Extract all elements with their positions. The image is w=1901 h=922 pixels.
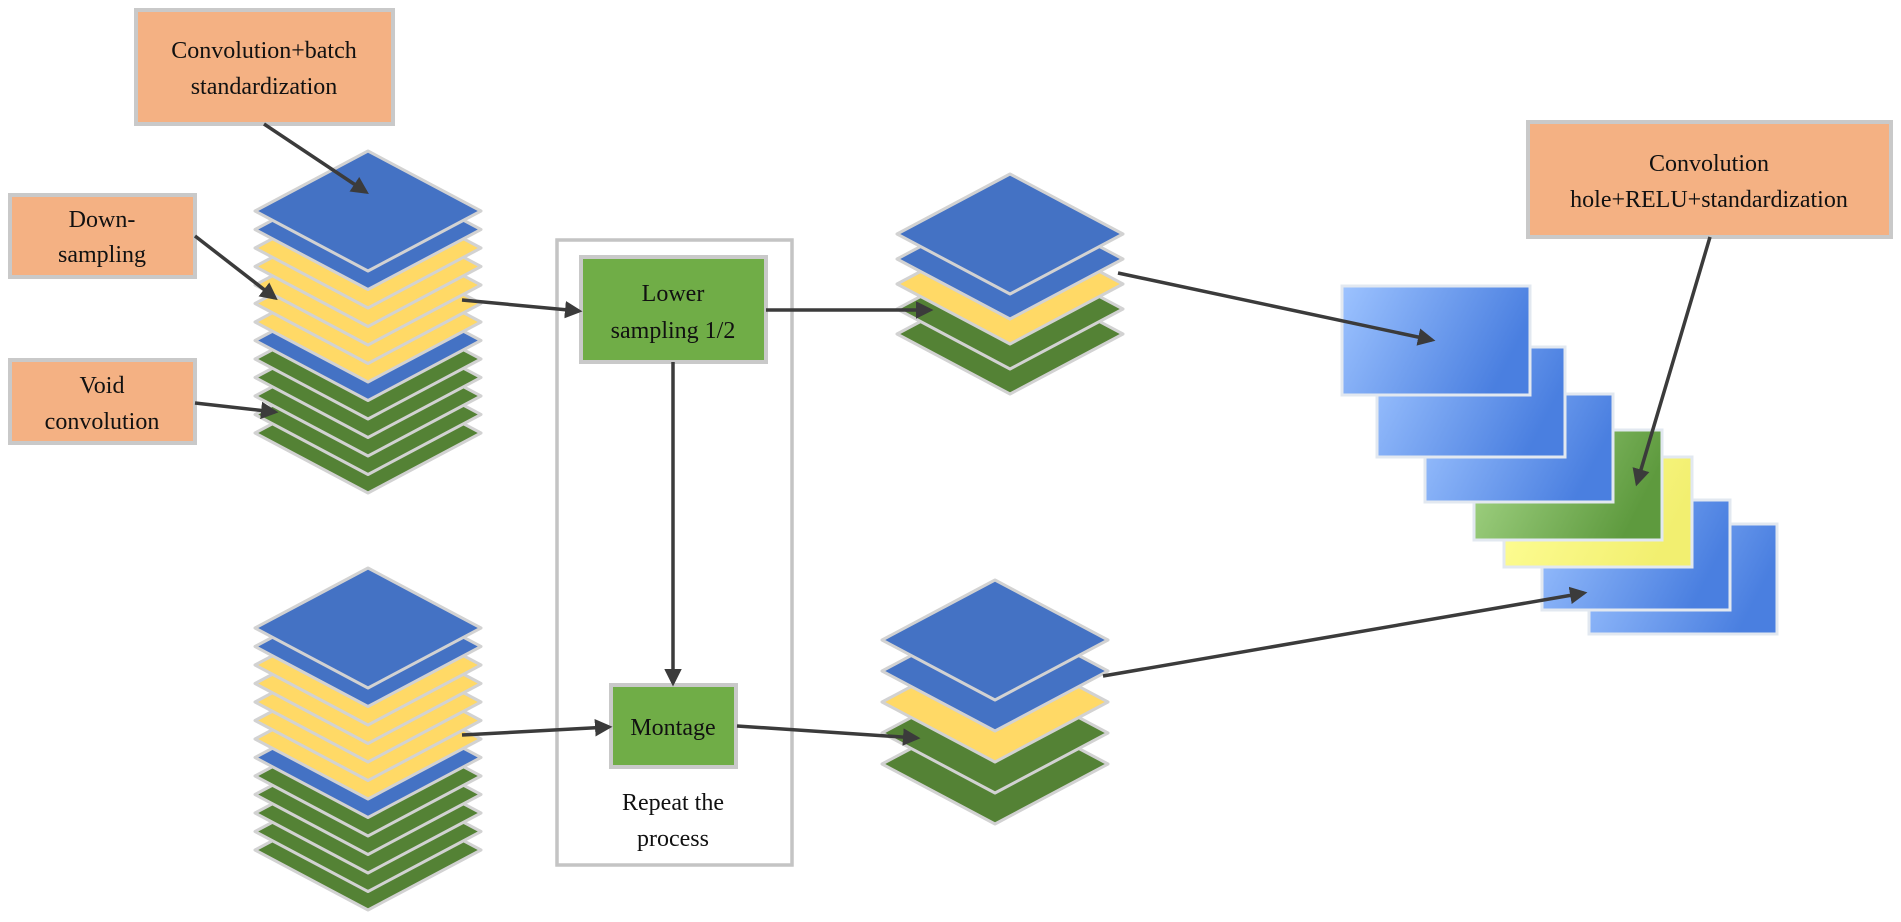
arrow-bottom-stack-to-feature-maps xyxy=(1102,586,1588,678)
arrow-stack-to-montage xyxy=(461,719,613,737)
arrow-void-conv-to-stack xyxy=(194,401,279,420)
layer-stack-bottom-left xyxy=(253,566,483,912)
conv-hole-label-line1: Convolution xyxy=(1649,151,1769,177)
feature-map-sheet-blue xyxy=(1340,284,1532,397)
conv-batch-label-line2: standardization xyxy=(191,74,338,100)
montage-label: Montage xyxy=(630,715,715,741)
conv-hole-label-line2: hole+RELU+standardization xyxy=(1570,187,1848,213)
repeat-process-frame xyxy=(555,238,794,867)
arrow-conv-hole-to-feature-maps xyxy=(1632,236,1712,487)
down-sampling-box: Down- sampling xyxy=(8,193,197,279)
repeat-label-line1: Repeat the xyxy=(622,790,724,816)
arrow-down-sampling-to-stack xyxy=(193,234,278,301)
stack-top-left-layer-blue xyxy=(253,149,483,273)
arrow-conv-batch-to-stack xyxy=(263,122,369,194)
layer-stack-bottom-middle xyxy=(880,578,1110,826)
down-sampling-label-line1: Down- xyxy=(69,207,136,233)
lower-sampling-label-line2: sampling 1/2 xyxy=(611,318,736,344)
conv-batch-label-line1: Convolution+batch xyxy=(171,38,357,64)
down-sampling-label-line2: sampling xyxy=(58,242,146,268)
arrow-montage-to-stack xyxy=(736,724,921,746)
layer-stack-top-middle xyxy=(895,172,1125,396)
stack-bottom-mid-layer-blue xyxy=(880,578,1110,702)
stack-bottom-left-layer-blue xyxy=(253,566,483,690)
stack-top-mid-layer-blue xyxy=(895,172,1125,296)
arrow-stack-to-lower-sampling xyxy=(461,298,583,319)
output-feature-maps xyxy=(1340,284,1779,636)
lower-sampling-box: Lower sampling 1/2 xyxy=(579,255,768,364)
conv-batch-box: Convolution+batch standardization xyxy=(134,8,395,126)
conv-hole-box: Convolution hole+RELU+standardization xyxy=(1526,120,1893,239)
lower-sampling-label-line1: Lower xyxy=(642,281,705,307)
void-convolution-box: Void convolution xyxy=(8,358,197,445)
arrow-top-stack-to-feature-maps xyxy=(1117,271,1436,346)
repeat-label-line2: process xyxy=(637,826,709,852)
void-convolution-label-line2: convolution xyxy=(45,409,160,435)
layer-stack-top-left xyxy=(253,149,483,495)
void-convolution-label-line1: Void xyxy=(80,373,125,399)
montage-box: Montage xyxy=(609,683,738,769)
